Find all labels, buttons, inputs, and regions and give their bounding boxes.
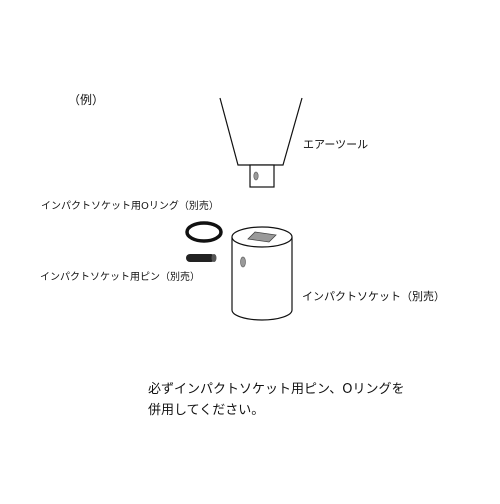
air-tool-label: エアーツール <box>303 138 369 151</box>
example-label: （例） <box>68 93 105 107</box>
pin-label: インパクトソケット用ピン（別売） <box>40 272 200 283</box>
o-ring-illustration <box>185 221 223 243</box>
usage-note-line-2: 併用してください。 <box>148 403 265 418</box>
impact-socket-illustration <box>231 226 293 321</box>
usage-note-line-1: 必ずインパクトソケット用ピン、Oリングを <box>148 382 405 397</box>
o-ring-label: インパクトソケット用Oリング（別売） <box>41 201 219 212</box>
air-tool-illustration <box>219 97 303 188</box>
impact-socket-label: インパクトソケット（別売） <box>302 290 445 303</box>
pin-illustration <box>186 254 217 262</box>
